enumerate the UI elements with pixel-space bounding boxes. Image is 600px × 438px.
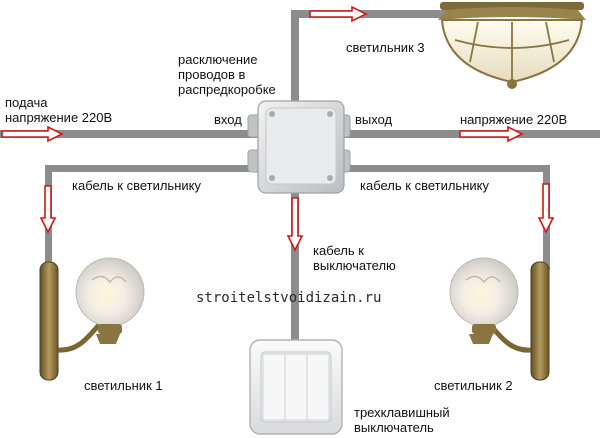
cable-right-label: кабель к светильнику: [360, 178, 489, 193]
lamp3-feed-wire: [291, 10, 453, 18]
right-branch-wire: [345, 165, 550, 172]
wall-sconce-1-icon: [39, 257, 145, 381]
supply-arrow: [1, 125, 64, 143]
voltage-out-label: напряжение 220В: [460, 112, 568, 127]
upper-riser-wire: [291, 10, 299, 104]
switch-arrow: [286, 197, 304, 252]
lamp1-label: светильник 1: [84, 378, 163, 393]
lamp3-label: светильник 3: [346, 40, 425, 55]
input-label: вход: [214, 112, 242, 127]
junction-box-label: расключение проводов в распредкоробке: [178, 52, 276, 97]
output-arrow: [459, 125, 524, 143]
cable-left-label: кабель к светильнику: [72, 178, 201, 193]
ceiling-lamp-icon: [438, 2, 586, 89]
switch-drop-wire: [291, 190, 299, 340]
lamp2-arrow: [537, 183, 555, 234]
junction-box: [247, 100, 351, 194]
wall-sconce-2-icon: [449, 257, 550, 381]
lamp1-arrow: [39, 185, 57, 234]
three-gang-switch-icon: [249, 339, 343, 435]
output-label: выход: [355, 112, 393, 127]
lamp3-arrow: [309, 5, 368, 23]
left-branch-wire: [45, 165, 265, 172]
switch-label: трехклавишный выключатель: [354, 405, 450, 435]
supply-label: подача напряжение 220В: [5, 95, 113, 125]
current-arrows: [1, 5, 555, 252]
cable-switch-label: кабель к выключателю: [313, 243, 396, 273]
lamp2-label: светильник 2: [434, 378, 513, 393]
watermark: stroitelstvoidizain.ru: [196, 290, 382, 306]
